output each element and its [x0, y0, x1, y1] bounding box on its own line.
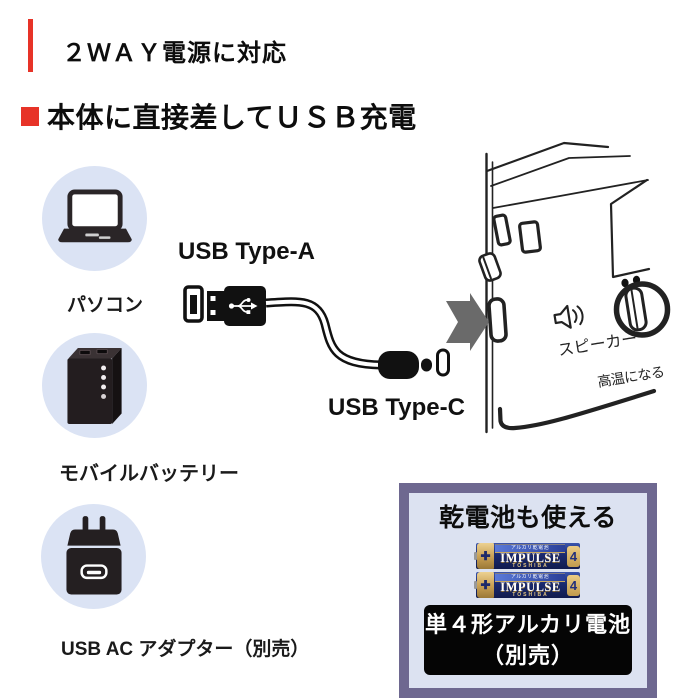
label-ac-adapter: USB AC アダプター（別売） — [61, 639, 310, 660]
speaker-icon — [553, 304, 584, 329]
battery-caption-line2: （別売） — [481, 643, 574, 668]
red-accent-bar — [28, 19, 33, 72]
mobile-battery-icon-circle — [42, 333, 147, 438]
battery-size-badge: 4 — [567, 545, 580, 567]
battery-brand: IMPULSE — [500, 579, 561, 594]
ac-adapter-icon-circle — [41, 504, 146, 609]
device-port-slot-2 — [518, 220, 542, 254]
label-usb-type-a: USB Type-A — [178, 238, 315, 265]
mobile-battery-icon — [66, 347, 122, 424]
battery-header-text: アルカリ乾電池 — [495, 544, 565, 552]
device-bottom-edge — [497, 388, 657, 431]
label-mobile-battery: モバイルバッテリー — [59, 463, 239, 485]
usb-type-a-plug-icon — [207, 286, 266, 326]
pc-icon-circle — [42, 166, 147, 271]
usb-cable-cord — [265, 297, 382, 370]
battery-brand: IMPULSE — [500, 550, 561, 565]
battery-terminal — [474, 581, 477, 589]
aaa-battery-image: ✚ アルカリ乾電池 IMPULSE TOSHIBA 4 — [474, 572, 580, 598]
battery-caption-line1: 単４形アルカリ電池 — [424, 612, 632, 637]
usb-type-c-plug-icon — [378, 351, 432, 379]
device-illustration — [446, 141, 671, 434]
usb-cable-illustration — [183, 285, 450, 379]
battery-box-title: 乾電池も使える — [439, 504, 617, 532]
red-accent-square — [21, 107, 39, 126]
battery-header-text: アルカリ乾電池 — [495, 573, 565, 581]
subtitle-2way-power: ２ＷＡＹ電源に対応 — [62, 40, 287, 67]
battery-option-box-inner: 乾電池も使える ✚ アルカリ乾電池 IMPULSE TOSHIBA 4 ✚ アル… — [409, 493, 647, 688]
strap-buckle — [478, 252, 502, 282]
battery-maker: TOSHIBA — [512, 563, 549, 569]
label-usb-type-c: USB Type-C — [328, 394, 465, 421]
aaa-battery-image: ✚ アルカリ乾電池 IMPULSE TOSHIBA 4 — [474, 543, 580, 569]
page-title-usb-charge: 本体に直接差してＵＳＢ充電 — [47, 102, 417, 133]
battery-maker: TOSHIBA — [512, 592, 549, 598]
label-pc: パソコン — [67, 295, 144, 316]
battery-caption-box: 単４形アルカリ電池 （別売） — [424, 605, 632, 675]
arrow-right-icon — [446, 293, 489, 351]
device-left-edge — [485, 152, 494, 434]
device-top-edge — [485, 141, 649, 209]
ac-adapter-icon — [65, 515, 122, 595]
laptop-icon — [57, 188, 132, 242]
device-usb-c-port — [487, 297, 508, 343]
device-port-slot-1 — [492, 213, 512, 247]
volume-dial-icon — [613, 275, 671, 338]
battery-option-box: 乾電池も使える ✚ アルカリ乾電池 IMPULSE TOSHIBA 4 ✚ アル… — [399, 483, 657, 698]
device-screen-outline — [609, 178, 651, 279]
usb-type-a-port-icon — [183, 285, 204, 323]
usb-type-c-port-icon — [436, 348, 450, 377]
battery-plus-cap: ✚ — [477, 543, 494, 569]
battery-size-badge: 4 — [567, 574, 580, 596]
battery-plus-cap: ✚ — [477, 572, 494, 598]
battery-terminal — [474, 552, 477, 560]
